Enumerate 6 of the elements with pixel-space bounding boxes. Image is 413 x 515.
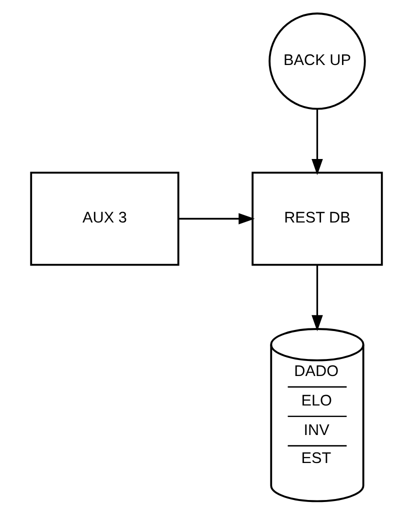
arrow [178, 213, 255, 224]
arrow [312, 265, 323, 332]
node-box: AUX 3 [30, 172, 180, 266]
node-box: REST DB [252, 172, 383, 266]
arrow [312, 108, 323, 176]
node-circle: BACK UP [268, 12, 366, 110]
